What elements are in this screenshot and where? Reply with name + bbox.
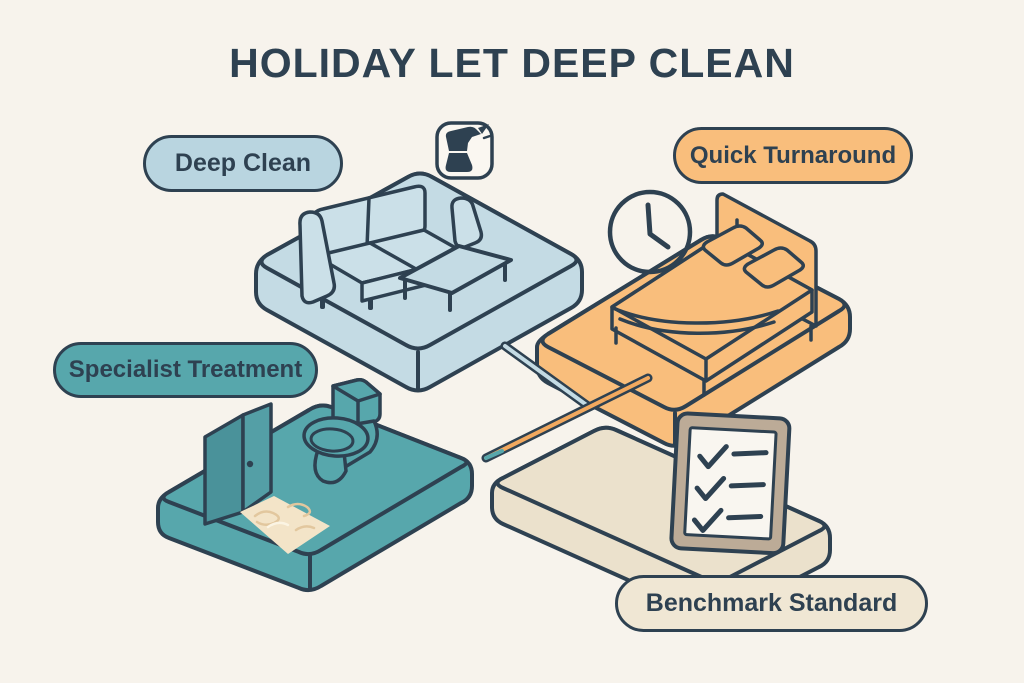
- wall-door-panel: [241, 402, 273, 514]
- stain-highlight: [266, 521, 290, 529]
- sofa-back-seam: [365, 196, 371, 249]
- spray-mist-line: [482, 134, 492, 140]
- clock-face: [607, 189, 693, 275]
- bed-pillow-right: [742, 246, 805, 289]
- check-line-3: [726, 513, 764, 521]
- clock-hands: [645, 202, 671, 250]
- bed-pillow-left: [701, 224, 764, 267]
- spray-bottle-glyph: [445, 124, 489, 172]
- checkmark-3: [691, 507, 724, 533]
- checklist-clipboard: [669, 411, 792, 556]
- wall-side-face: [203, 413, 245, 526]
- toilet-illustration: [302, 378, 382, 485]
- toilet-tank-top: [331, 378, 382, 403]
- bed-illustration: [610, 192, 818, 397]
- coffee-table-illustration: [398, 244, 513, 312]
- connector-deep-clean: [500, 341, 593, 411]
- toilet-seat-opening: [309, 427, 355, 453]
- bed-blanket-fold: [611, 306, 780, 325]
- label-benchmark-standard: Benchmark Standard: [615, 575, 928, 632]
- door-knob: [246, 460, 254, 468]
- check-line-2: [728, 482, 766, 489]
- label-deep-clean: Deep Clean: [143, 135, 343, 192]
- checkmark-2: [694, 475, 727, 502]
- teal-platform-top: [161, 403, 469, 557]
- checkmark-1: [697, 444, 729, 470]
- bed-blanket-fold-2: [618, 317, 776, 335]
- check-line-1: [731, 450, 769, 457]
- connector-quick-to-specialist: [481, 373, 653, 463]
- label-specialist-treatment: Specialist Treatment: [53, 342, 318, 398]
- specialist-platform: [156, 403, 474, 593]
- clock-icon: [607, 189, 693, 275]
- coffee-table-legs: [403, 262, 507, 312]
- stain-squiggles: [253, 502, 316, 532]
- checklist-items: [691, 444, 769, 533]
- bathroom-wall-door: [203, 402, 273, 526]
- label-quick-turnaround: Quick Turnaround: [673, 127, 913, 184]
- sofa-left-arm: [298, 210, 337, 305]
- spray-bottle-icon: [435, 121, 494, 180]
- sofa-seat-seam: [368, 241, 418, 271]
- connector-teal-tip: [484, 449, 504, 460]
- page-title: HOLIDAY LET DEEP CLEAN: [229, 40, 795, 86]
- carpet-stain: [240, 496, 330, 554]
- toilet-pedestal: [313, 448, 348, 485]
- coffee-table-top: [398, 244, 513, 295]
